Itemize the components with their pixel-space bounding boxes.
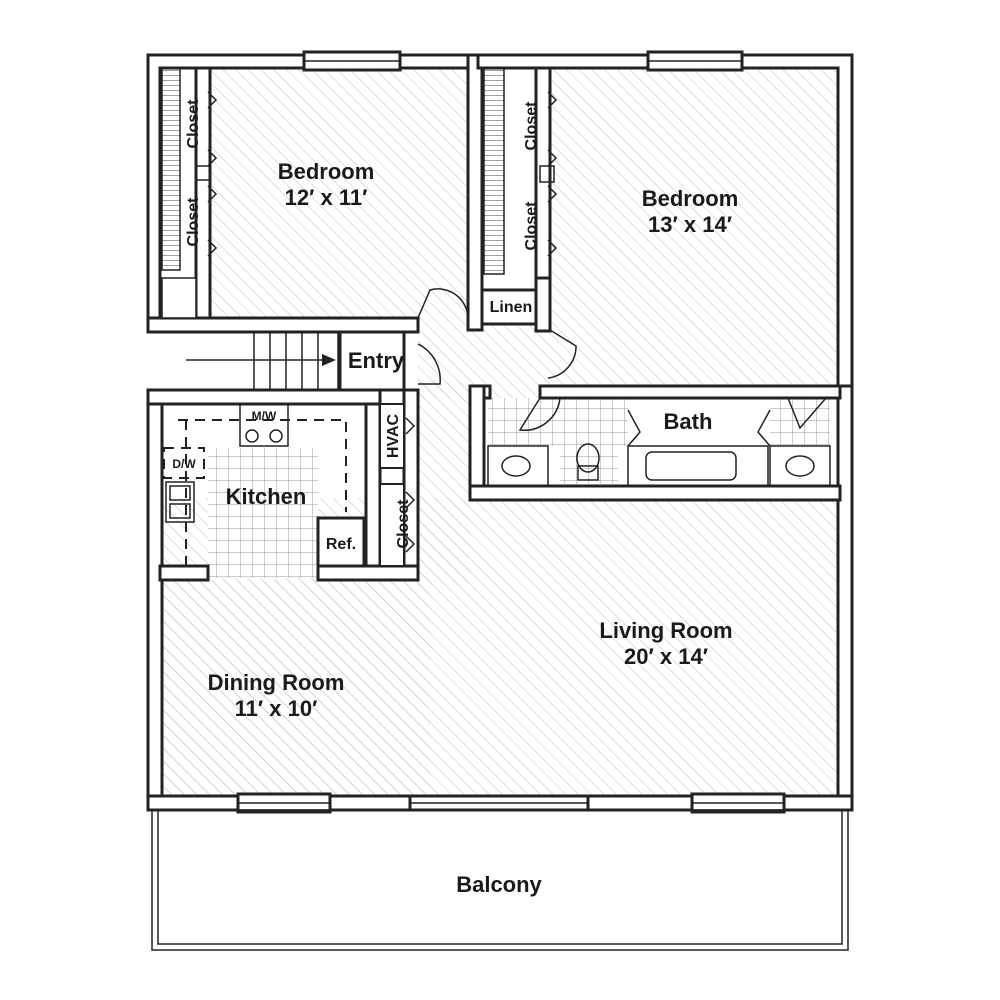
bath-fixtures — [487, 443, 831, 487]
kitchen-fixtures — [163, 403, 366, 568]
windows — [236, 50, 786, 814]
living-room-name: Living Room — [599, 618, 732, 643]
closet-label: Closet — [185, 197, 202, 247]
room-labels: Bedroom 12′ x 11′ Bedroom 13′ x 14′ Livi… — [172, 99, 738, 897]
refrigerator — [316, 516, 366, 568]
ref-label: Ref. — [326, 536, 356, 553]
stairs — [186, 330, 406, 392]
closet-bedroom1-box — [161, 277, 197, 319]
toilet-icon — [576, 443, 600, 473]
kitchen-tile — [208, 448, 318, 578]
doors — [417, 288, 827, 447]
closet-label: Closet — [185, 99, 202, 149]
entry-arrowhead-icon — [322, 354, 336, 366]
hvac-label: HVAC — [385, 413, 402, 458]
kitchen-name: Kitchen — [226, 484, 307, 509]
bedroom1-floor — [210, 68, 468, 318]
bath-name: Bath — [664, 409, 713, 434]
stove-burner-icon — [245, 429, 259, 443]
bedroom1-size: 12′ x 11′ — [285, 185, 368, 210]
entry-name: Entry — [348, 348, 405, 373]
closet-label: Closet — [523, 101, 540, 151]
closet-hall — [379, 483, 405, 567]
bedroom2-floor — [552, 68, 839, 386]
bedroom2-size: 13′ x 14′ — [648, 212, 732, 237]
balcony-outline — [151, 809, 849, 951]
closets — [161, 67, 558, 567]
bath-tile-toilet — [560, 440, 618, 484]
dining-room-name: Dining Room — [208, 670, 345, 695]
stove-burner-icon — [269, 429, 283, 443]
linen-label: Linen — [490, 299, 533, 316]
living-floor-left — [160, 580, 430, 798]
closet-bedroom1-shelf — [161, 67, 181, 271]
sink-icon — [165, 481, 195, 523]
bedroom2-name: Bedroom — [642, 186, 739, 211]
balcony-name: Balcony — [456, 872, 542, 897]
closet-bedroom2-shelf — [483, 67, 505, 275]
lavatory-right-icon — [785, 455, 815, 477]
hvac-box — [379, 403, 405, 469]
closet-label: Closet — [395, 499, 412, 549]
closet-label: Closet — [523, 201, 540, 251]
floor-fills — [160, 68, 840, 798]
bathtub-icon — [645, 451, 737, 481]
dw-label: D/W — [172, 457, 196, 471]
living-room-size: 20′ x 14′ — [624, 644, 708, 669]
bedroom1-name: Bedroom — [278, 159, 375, 184]
bath-tile-right — [770, 398, 830, 446]
walls — [146, 53, 854, 812]
lavatory-left-icon — [501, 455, 531, 477]
dining-room-size: 11′ x 10′ — [235, 696, 318, 721]
mw-label: M/W — [252, 409, 277, 423]
